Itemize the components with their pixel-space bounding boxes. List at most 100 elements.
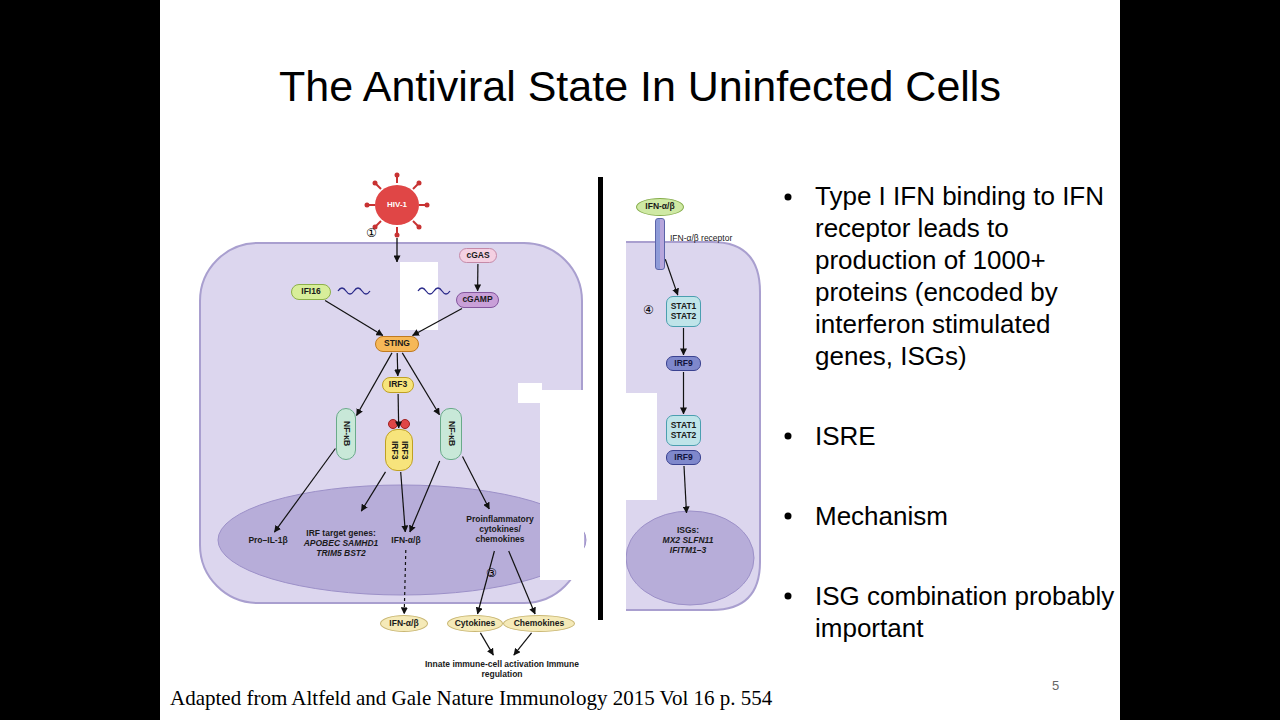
protein-box: cGAMP: [456, 292, 499, 308]
spike-tip: [417, 225, 422, 230]
arrow-connector: [509, 551, 535, 614]
slide-background: [160, 0, 1120, 720]
node-label: NF-κB: [341, 421, 351, 446]
receptor-shape: IFN-α/β receptor: [655, 218, 665, 270]
blank-patch: [618, 238, 626, 614]
cell-membrane: [625, 242, 760, 610]
node-label: IFI16: [301, 287, 320, 297]
node-label: Chemokines: [514, 619, 565, 629]
protein-box: IRF3: [382, 377, 414, 393]
spike-tip: [373, 181, 378, 186]
divider-bar: [598, 177, 603, 620]
arrow-connector: [410, 461, 440, 532]
ligand-oval: IFN-α/β: [636, 198, 684, 216]
protein-box: IRF9: [666, 450, 701, 465]
bullet-text: ISG combination probably important: [815, 580, 1117, 644]
blank-patch: [625, 393, 657, 500]
node-label: cGAS: [466, 251, 489, 261]
source-caption: Adapted from Altfeld and Gale Nature Imm…: [170, 686, 772, 711]
gene-label: Proinflammatory cytokines/ chemokines: [456, 510, 544, 550]
bullet-text: Type I IFN binding to IFN receptor leads…: [815, 180, 1117, 372]
node-label: IFN-α/β: [645, 202, 674, 212]
arrow-connector: [480, 633, 493, 655]
node-label: IRF9: [674, 359, 692, 369]
secreted-oval: IFN-α/β: [380, 615, 428, 632]
blank-patch: [400, 262, 438, 330]
arrow-connector: [398, 394, 400, 428]
spike-tip: [395, 233, 400, 238]
dna-wave: [338, 288, 370, 294]
transcription-factor: NF-κB: [336, 408, 356, 460]
callout-number: ③: [486, 566, 497, 580]
arrow-connector: [477, 264, 478, 291]
gene-label: IFN-α/β: [383, 533, 429, 549]
node-label: IRF3: [389, 441, 399, 459]
transcription-factor: NF-κB: [440, 408, 462, 460]
protein-box: IRF9: [666, 356, 701, 371]
nucleus: [626, 511, 754, 605]
page-number: 5: [1052, 678, 1059, 693]
node-label: IFN-α/β receptor: [670, 234, 732, 244]
bullet-dot: [785, 513, 792, 520]
phosphate: [389, 420, 398, 429]
spike-tip: [417, 181, 422, 186]
node-label: cGAMP: [462, 295, 492, 305]
blank-patch: [540, 390, 584, 580]
protein-box: IFI16: [291, 284, 331, 300]
arrow-connector: [514, 633, 532, 655]
node-label: HIV-1: [387, 200, 407, 209]
arrow-connector: [683, 328, 684, 355]
spike-tip: [395, 173, 400, 178]
arrow-connector: [361, 472, 385, 511]
arrow-connector: [665, 259, 678, 295]
dna-wave: [418, 288, 450, 294]
node-label: Innate immune-cell activation Immune reg…: [418, 660, 586, 680]
node-label: ISGs:: [677, 526, 699, 536]
node-label: IFN-α/β: [389, 619, 418, 629]
slide-title: The Antiviral State In Uninfected Cells: [160, 62, 1120, 111]
arrow-connector: [683, 372, 684, 414]
blank-patch: [518, 383, 542, 403]
secreted-oval: Chemokines: [503, 615, 575, 632]
node-label: Cytokines: [455, 619, 496, 629]
bullet-dot: [785, 194, 792, 201]
spike-tip: [425, 203, 430, 208]
arrow-connector: [274, 449, 335, 533]
virus-spikes: [368, 176, 426, 234]
protein-box: STAT1 STAT2: [666, 296, 701, 327]
arrow-connector: [478, 551, 495, 614]
gene-label: Pro–IL-1β: [236, 533, 300, 549]
protein-box: STING: [375, 336, 419, 352]
arrow-connector: [463, 456, 490, 509]
arrow-connector: [401, 472, 406, 532]
bullet-dot: [785, 593, 792, 600]
bullet-dot: [785, 433, 792, 440]
spike-tip: [365, 203, 370, 208]
outcome-text: Innate immune-cell activation Immune reg…: [418, 656, 586, 684]
gene-label: ISGs:MX2 SLFN11 IFITM1–3: [652, 514, 724, 568]
arrow-connector: [413, 309, 463, 336]
arrow-connector: [684, 466, 687, 513]
node-label: IRF9: [674, 453, 692, 463]
node-body: APOBEC SAMHD1 TRIM5 BST2: [300, 539, 382, 559]
virus-particle: HIV-1: [375, 185, 419, 225]
protein-box: cGAS: [459, 248, 497, 263]
node-label: Proinflammatory cytokines/ chemokines: [456, 515, 544, 544]
nucleus: [218, 485, 586, 595]
node-label: IRF target genes:: [306, 529, 375, 539]
arrow-connector: [325, 301, 383, 336]
callout-number: ④: [643, 303, 654, 317]
bullet-text: ISRE: [815, 420, 1117, 452]
node-body: IRF3: [399, 441, 409, 459]
irf3-dimer: IRF3IRF3: [385, 429, 413, 471]
node-body: MX2 SLFN11 IFITM1–3: [652, 536, 724, 556]
bullet-text: Mechanism: [815, 500, 1117, 532]
arrow-connector: [397, 353, 399, 376]
gene-label: IRF target genes:APOBEC SAMHD1 TRIM5 BST…: [300, 512, 382, 576]
callout-number: ①: [366, 226, 377, 240]
phosphate: [401, 420, 410, 429]
node-label: STAT1 STAT2: [667, 302, 700, 322]
node-label: STING: [384, 339, 410, 349]
node-label: IFN-α/β: [391, 536, 420, 546]
